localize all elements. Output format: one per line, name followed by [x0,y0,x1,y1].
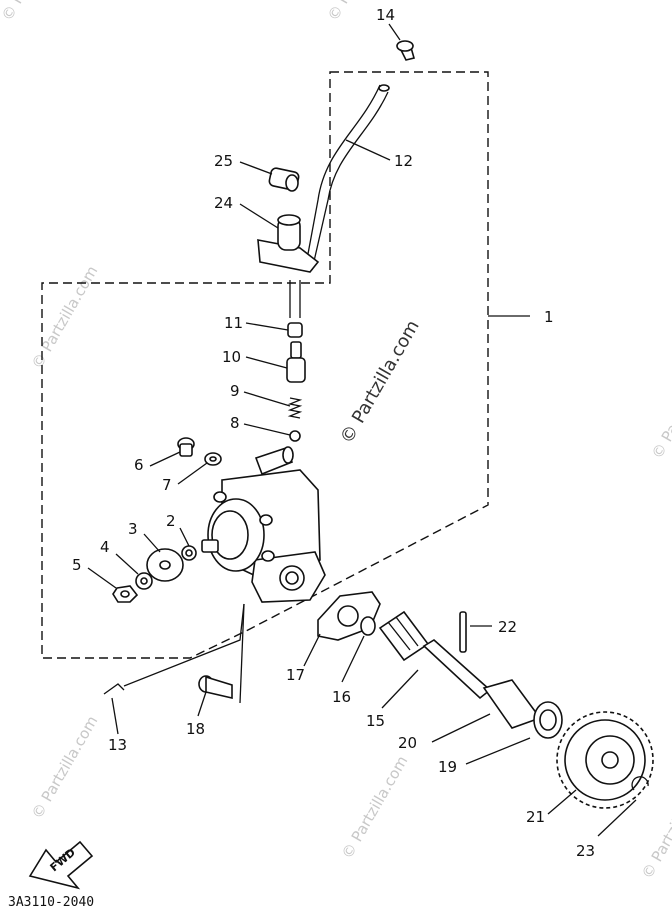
watermark: © Partzilla.com [338,753,411,862]
label-part-2: 2 [166,512,176,530]
part-9-spring [287,397,303,419]
leader-line [177,462,208,485]
leader-line [547,789,577,815]
pipe-segment [289,280,301,318]
watermark: © Partzilla.com [648,353,672,462]
label-part-23: 23 [576,842,595,860]
label-part-12: 12 [394,152,413,170]
leader-line [243,423,291,436]
leader-line [239,161,273,175]
part-number-labels: 14 12 25 24 1 11 10 9 8 6 7 2 3 4 5 22 1… [72,6,595,860]
part-2-nut [181,545,197,561]
leader-line [179,527,190,547]
part-16-o-ring [360,616,376,636]
watermark: © Partzilla.com [28,263,101,372]
part-22-pin [459,611,467,653]
part-18-bolt [198,675,233,700]
part-20-collar [482,679,542,729]
leader-line [239,603,245,704]
leader-line [388,23,401,41]
part-14-cap [396,40,415,61]
part-15-drive-shaft [378,610,492,700]
label-part-13: 13 [108,736,127,754]
label-part-1: 1 [544,308,554,326]
label-part-18: 18 [186,720,205,738]
part-11-sleeve [287,322,303,338]
part-3-plate [146,548,184,582]
label-part-5: 5 [72,556,82,574]
label-part-6: 6 [134,456,144,474]
leader-line [87,567,117,589]
part-5-nut [112,585,139,603]
label-part-8: 8 [230,414,240,432]
fwd-arrow-icon: FWD [28,840,94,890]
leader-line [431,713,491,743]
part-8-ball [289,430,301,442]
part-19-bearing [533,701,563,739]
leader-line [345,139,391,161]
label-part-14: 14 [376,6,395,24]
label-part-10: 10 [222,348,241,366]
label-part-4: 4 [100,538,110,556]
part-21-gear [556,711,654,809]
leader-line [111,697,119,735]
part-25-clamp [268,167,300,192]
label-part-21: 21 [526,808,545,826]
part-12-oil-pipe [304,84,390,271]
label-part-11: 11 [224,314,243,332]
label-part-25: 25 [214,152,233,170]
oil-pump-body [201,446,326,603]
assembly-boundary [41,71,489,659]
watermark-center: © Partzilla.com [336,317,424,448]
part-10-banjo-bolt [286,341,306,383]
leader-line [245,322,289,331]
leader-line [143,533,161,553]
label-part-7: 7 [162,476,172,494]
label-part-15: 15 [366,712,385,730]
part-23-circlip [631,776,649,791]
leader-line [197,691,207,717]
leader-line [243,391,291,407]
leader-line [465,737,531,765]
watermark: © Partzilla.com [0,0,71,24]
label-part-20: 20 [398,734,417,752]
leader-line [115,553,139,575]
leader-line [381,669,419,709]
label-part-9: 9 [230,382,240,400]
label-part-17: 17 [286,666,305,684]
label-part-3: 3 [128,520,138,538]
part-7-washer [204,452,222,466]
leader-line [303,633,321,667]
leader-line [245,356,288,369]
label-part-19: 19 [438,758,457,776]
watermark: © Partzilla.com [28,713,101,822]
label-part-24: 24 [214,194,233,212]
part-4-washer [135,572,153,590]
part-6-bolt [177,437,195,457]
leader-line [341,635,365,683]
leader-line [149,451,181,467]
leader-line [239,203,279,229]
label-part-22: 22 [498,618,517,636]
leader-line [123,603,245,687]
leader-line [597,799,637,837]
part-13-clip [103,683,125,695]
diagram-code: 3A3110-2040 [8,895,94,910]
label-part-16: 16 [332,688,351,706]
part-24-holder [257,214,320,273]
